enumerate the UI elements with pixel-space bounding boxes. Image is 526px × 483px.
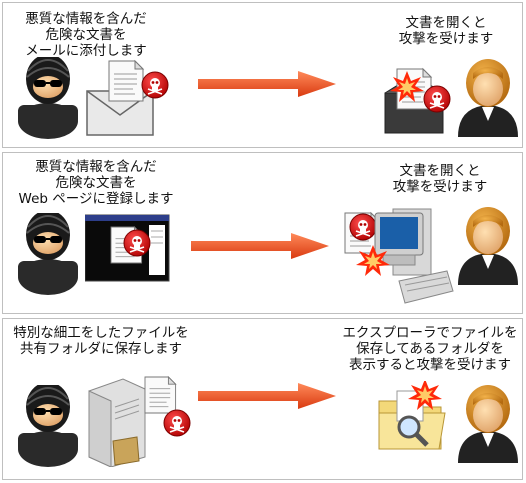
attacker-description: 特別な細工をしたファイルを 共有フォルダに保存します [13,325,189,357]
opened-email-icon [381,63,461,143]
attacker-description: 悪質な情報を含んだ 危険な文書を メールに添付します [25,11,147,59]
scenario-email: 悪質な情報を含んだ 危険な文書を メールに添付します 文書を開くと 攻撃を受けま… [2,2,523,148]
attacker-avatar [16,385,80,469]
malicious-webpage-icon [85,213,171,285]
arrow-icon [191,231,331,261]
victim-avatar [455,207,521,287]
scenario-shared-folder: 特別な細工をしたファイルを 共有フォルダに保存します エクスプローラでファイルを… [2,318,523,480]
attacker-avatar [16,213,80,297]
computer-icon [339,197,459,309]
victim-description: 文書を開くと 攻撃を受けます [392,163,488,195]
victim-avatar [455,385,521,465]
attacker-description: 悪質な情報を含んだ 危険な文書を Web ページに登録します [18,159,174,207]
file-server-icon [83,371,193,467]
attacker-avatar [16,57,80,141]
malicious-email-icon [85,59,175,139]
scenario-web: 悪質な情報を含んだ 危険な文書を Web ページに登録します 文書を開くと 攻撃… [2,152,523,314]
folder-search-icon [375,381,455,457]
arrow-icon [198,381,338,411]
victim-avatar [455,59,521,139]
arrow-icon [198,69,338,99]
victim-description: エクスプローラでファイルを 保存してあるフォルダを 表示すると攻撃を受けます [342,325,518,373]
victim-description: 文書を開くと 攻撃を受けます [398,15,494,47]
